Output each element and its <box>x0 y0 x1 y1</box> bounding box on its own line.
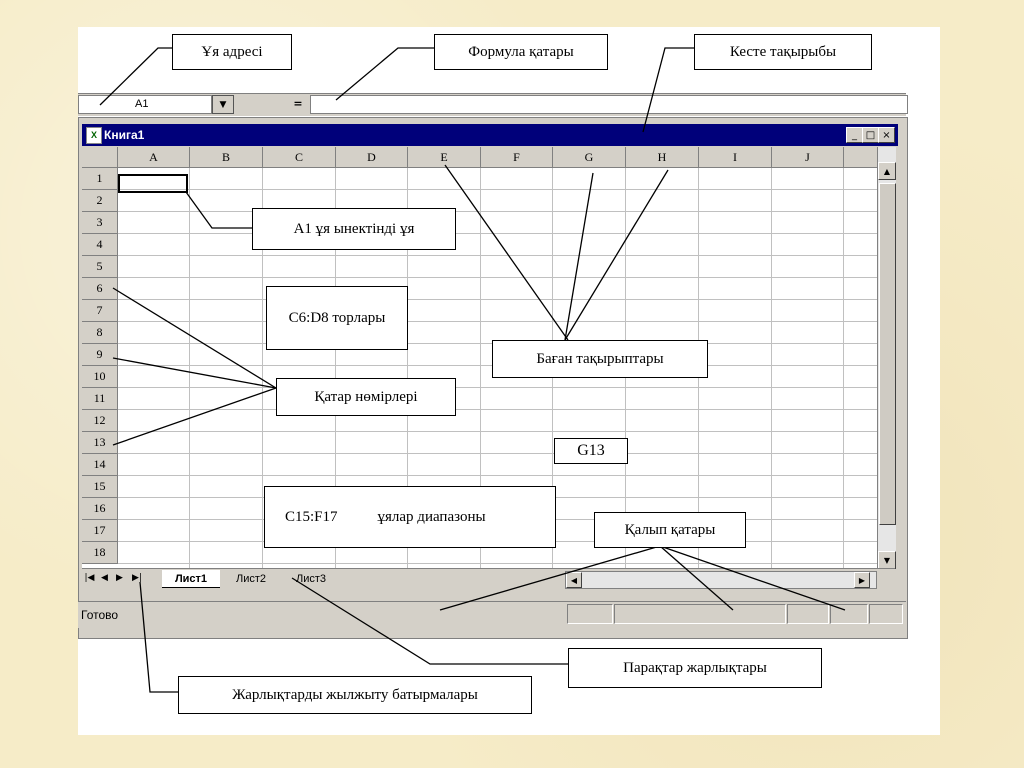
label-range-c6-d8: С6:D8 торлары <box>266 286 408 350</box>
column-header[interactable]: J <box>772 147 844 168</box>
tab-next-icon[interactable]: ▶ <box>114 571 125 585</box>
status-panel <box>787 604 829 624</box>
column-header[interactable]: I <box>699 147 772 168</box>
grid-line <box>118 563 877 564</box>
column-header[interactable]: A <box>118 147 190 168</box>
grid-line <box>118 255 877 256</box>
label-active-cell: А1 ұя ынектінді ұя <box>252 208 456 250</box>
label-range-c15-f17: С15:F17 ұялар диапазоны <box>264 486 556 548</box>
status-panel <box>869 604 903 624</box>
grid-line <box>771 168 772 568</box>
column-header[interactable]: H <box>626 147 699 168</box>
grid-line <box>118 387 877 388</box>
status-panel <box>830 604 868 624</box>
row-header[interactable]: 13 <box>82 432 118 454</box>
row-header[interactable]: 5 <box>82 256 118 278</box>
row-header[interactable]: 6 <box>82 278 118 300</box>
grid-line <box>335 168 336 568</box>
grid-line <box>118 277 877 278</box>
select-all-corner[interactable] <box>82 147 118 168</box>
tab-first-icon[interactable]: |◀ <box>84 571 95 585</box>
workbook-title-bar: X Книга1 <box>82 124 898 146</box>
row-header[interactable]: 12 <box>82 410 118 432</box>
row-header[interactable]: 4 <box>82 234 118 256</box>
row-header[interactable]: 3 <box>82 212 118 234</box>
tab-last-icon[interactable]: ▶| <box>129 571 145 585</box>
grid-line <box>118 431 877 432</box>
grid-line <box>189 168 190 568</box>
label-range-c15-f17-text: ұялар диапазоны <box>377 508 486 525</box>
status-text: Готово <box>81 608 119 622</box>
sheet-tab-2[interactable]: Лист2 <box>235 572 267 585</box>
row-header[interactable]: 11 <box>82 388 118 410</box>
label-sheet-tabs: Парақтар жарлықтары <box>568 648 822 688</box>
equals-button[interactable]: = <box>293 97 303 110</box>
close-button[interactable]: × <box>878 127 895 143</box>
row-header[interactable]: 15 <box>82 476 118 498</box>
grid-line <box>118 233 877 234</box>
label-row-numbers: Қатар нөмірлері <box>276 378 456 416</box>
column-header[interactable]: B <box>190 147 263 168</box>
name-box[interactable]: A1 <box>78 95 212 114</box>
label-range-c15-f17-ref: С15:F17 <box>285 508 338 525</box>
grid-line <box>118 189 877 190</box>
workbook-title: Книга1 <box>104 128 145 142</box>
vertical-scroll-thumb[interactable] <box>879 183 896 525</box>
grid-line <box>118 211 877 212</box>
row-header[interactable]: 1 <box>82 168 118 190</box>
scroll-left-icon[interactable]: ◀ <box>566 572 582 588</box>
grid-line <box>118 475 877 476</box>
grid-line <box>407 168 408 568</box>
column-header[interactable]: G <box>553 147 626 168</box>
label-formula-bar: Формула қатары <box>434 34 608 70</box>
grid-line <box>118 453 877 454</box>
restore-button[interactable]: □ <box>862 127 879 143</box>
row-header[interactable]: 17 <box>82 520 118 542</box>
sheet-tab-1[interactable]: Лист1 <box>162 570 220 588</box>
scroll-up-icon[interactable]: ▲ <box>878 162 896 180</box>
label-status-row: Қалып қатары <box>594 512 746 548</box>
row-header[interactable]: 14 <box>82 454 118 476</box>
active-cell-a1[interactable] <box>118 174 188 193</box>
row-header[interactable]: 16 <box>82 498 118 520</box>
row-header[interactable]: 18 <box>82 542 118 564</box>
grid-line <box>843 168 844 568</box>
column-header[interactable]: C <box>263 147 336 168</box>
status-panel <box>567 604 613 624</box>
formula-input[interactable] <box>310 95 908 114</box>
minimize-button[interactable]: _ <box>846 127 863 143</box>
column-header[interactable]: E <box>408 147 481 168</box>
horizontal-scrollbar[interactable] <box>565 571 877 589</box>
label-tab-scroll-buttons: Жарлықтарды жылжыту батырмалары <box>178 676 532 714</box>
name-box-value: A1 <box>135 98 149 110</box>
name-box-dropdown-icon[interactable]: ▼ <box>212 95 234 114</box>
row-header[interactable]: 7 <box>82 300 118 322</box>
grid-line <box>118 321 877 322</box>
tab-prev-icon[interactable]: ◀ <box>99 571 110 585</box>
scroll-right-icon[interactable]: ▶ <box>854 572 870 588</box>
column-header[interactable]: D <box>336 147 408 168</box>
row-header[interactable]: 10 <box>82 366 118 388</box>
label-table-title: Кесте тақырыбы <box>694 34 872 70</box>
column-header-partial[interactable] <box>844 147 877 168</box>
scroll-down-icon[interactable]: ▼ <box>878 551 896 569</box>
row-header[interactable]: 2 <box>82 190 118 212</box>
row-header[interactable]: 8 <box>82 322 118 344</box>
grid-line <box>118 409 877 410</box>
vertical-scrollbar[interactable] <box>877 147 896 568</box>
label-cell-address: Ұя адресі <box>172 34 292 70</box>
excel-icon: X <box>86 127 102 144</box>
column-header[interactable]: F <box>481 147 553 168</box>
sheet-tab-3[interactable]: Лист3 <box>295 572 327 585</box>
label-column-headers: Баған тақырыптары <box>492 340 708 378</box>
grid-line <box>118 299 877 300</box>
label-cell-g13: G13 <box>554 438 628 464</box>
grid-line <box>480 168 481 568</box>
status-panel <box>614 604 786 624</box>
row-header[interactable]: 9 <box>82 344 118 366</box>
